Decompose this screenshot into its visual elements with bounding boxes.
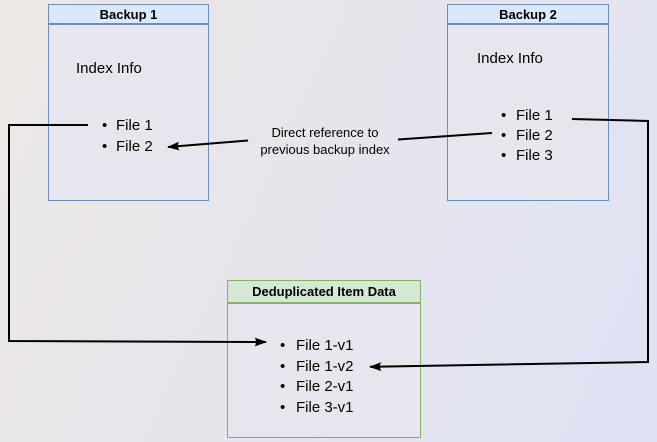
- backup2-title: Backup 2: [499, 7, 557, 22]
- dedup-file-list: File 1-v1 File 1-v2 File 2-v1 File 3-v1: [280, 336, 354, 419]
- backup1-box: Backup 1 Index Info File 1 File 2: [48, 4, 209, 201]
- file-item: File 1: [501, 106, 553, 126]
- file-item: File 2: [501, 126, 553, 146]
- file-item: File 1: [102, 115, 153, 136]
- file-item: File 3-v1: [280, 398, 354, 419]
- backup1-header: Backup 1: [49, 5, 208, 25]
- reference-label-line1: Direct reference to: [271, 125, 379, 140]
- backup1-title: Backup 1: [99, 7, 158, 22]
- backup2-box: Backup 2 Index Info File 1 File 2 File 3: [447, 4, 609, 201]
- reference-label-line2: previous backup index: [260, 142, 390, 157]
- file-item: File 2-v1: [280, 377, 354, 398]
- file-item: File 3: [501, 146, 553, 166]
- backup2-header: Backup 2: [448, 5, 608, 25]
- dedup-box: Deduplicated Item Data File 1-v1 File 1-…: [227, 280, 421, 438]
- reference-label: Direct reference to previous backup inde…: [242, 124, 408, 158]
- file-item: File 2: [102, 136, 153, 157]
- file-item: File 1-v2: [280, 357, 354, 378]
- dedup-title: Deduplicated Item Data: [252, 284, 396, 299]
- backup1-index-info-label: Index Info: [76, 60, 142, 77]
- dedup-header: Deduplicated Item Data: [228, 281, 420, 304]
- backup2-index-info-label: Index Info: [477, 50, 543, 67]
- backup2-file-list: File 1 File 2 File 3: [501, 106, 553, 166]
- file-item: File 1-v1: [280, 336, 354, 357]
- backup1-file-list: File 1 File 2: [102, 115, 153, 157]
